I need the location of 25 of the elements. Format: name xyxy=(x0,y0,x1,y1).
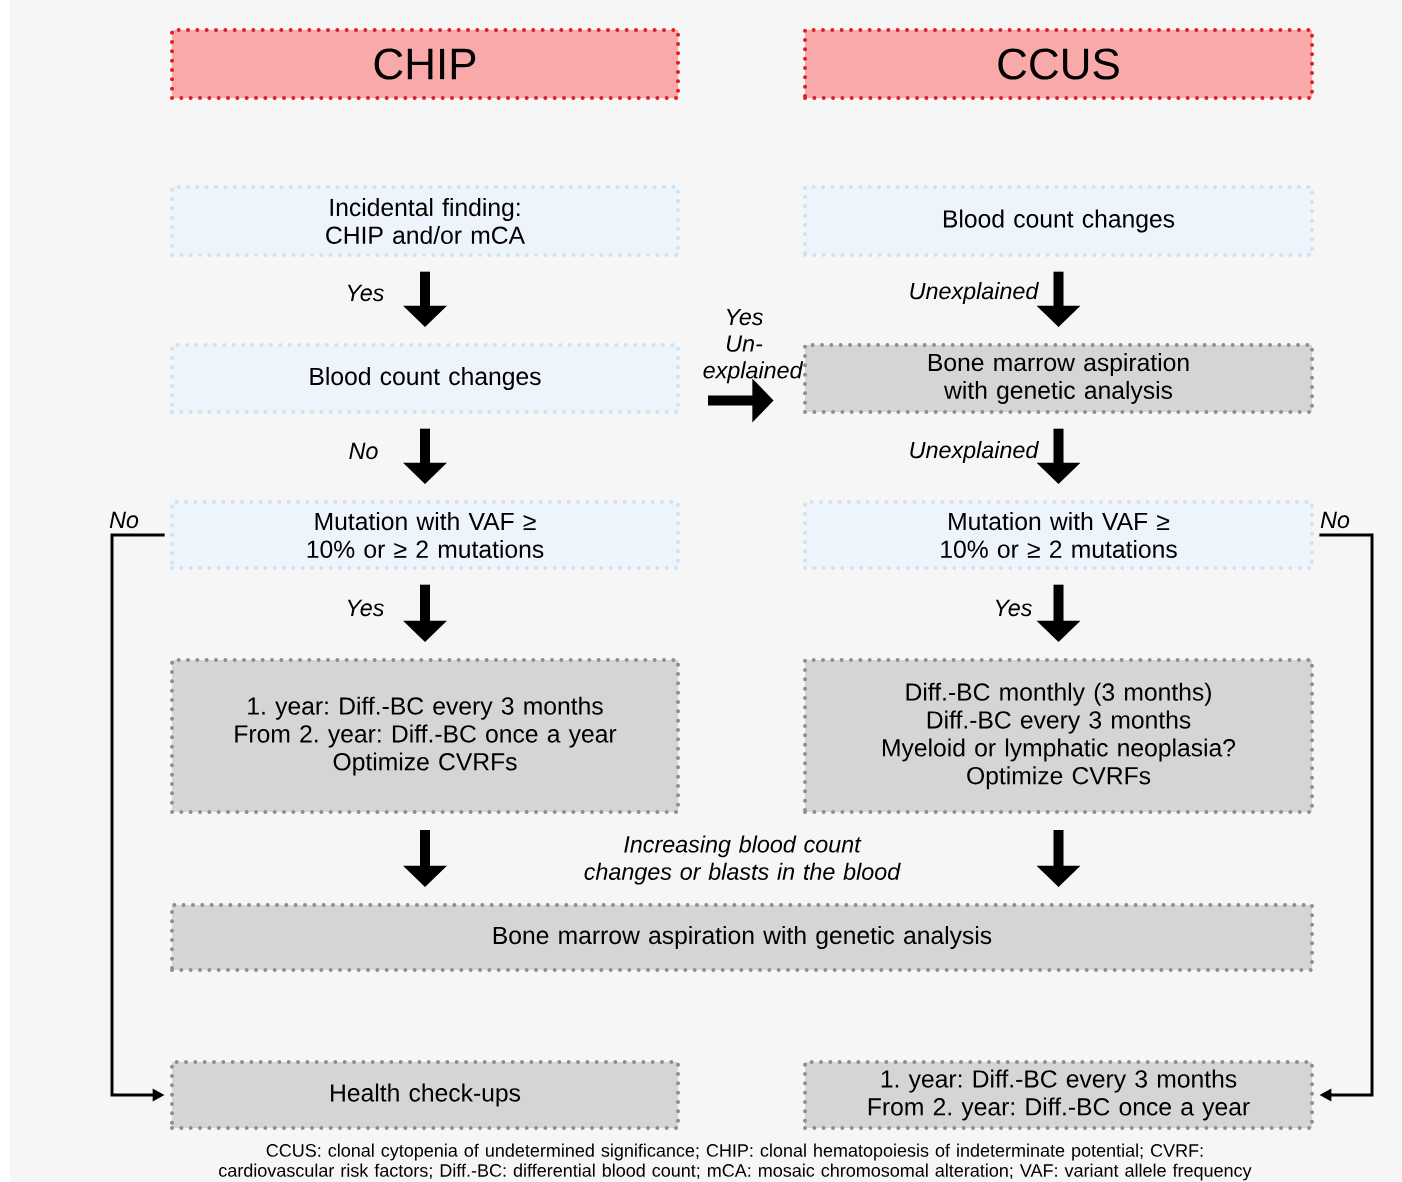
edge-label: Yes Un-explained xyxy=(703,308,804,384)
input-box: Blood count changes xyxy=(803,185,1314,257)
edge-label: No xyxy=(349,442,378,460)
header-box: CCUS xyxy=(803,28,1314,100)
edge-label: No xyxy=(109,511,139,529)
edge-label: Unexplained xyxy=(910,282,1039,304)
process-box: Diff.-BC monthly (3 months) Diff.-BC every 3 months Myeloid or lymphatic neoplasia? Optimize CVRFs xyxy=(803,658,1314,814)
note-text: Increasing blood count changes or blasts in the blood xyxy=(584,835,901,885)
process-box: Bone marrow aspiration with genetic analysis xyxy=(803,343,1314,414)
edge-label: Yes xyxy=(995,599,1032,617)
edge-label: Yes xyxy=(347,599,384,617)
footnote: CCUS: clonal cytopenia of undetermined significance; CHIP: clonal hematopoiesis of indeterminate potential; CVRF: cardiovascular risk factors; Diff.-BC: differential blood count; mCA: mosaic chromosomal alteration; VAF: variant allele frequency xyxy=(219,1143,1252,1181)
process-box: 1. year: Diff.-BC every 3 months From 2. year: Diff.-BC once a year Optimize CVRFs xyxy=(170,658,680,814)
process-box: Health check-ups xyxy=(170,1060,680,1130)
input-box: Blood count changes xyxy=(170,343,680,414)
arrow xyxy=(1319,533,1374,1102)
input-box: Mutation with VAF ≥ 10% or ≥ 2 mutations xyxy=(170,500,680,570)
input-box: Mutation with VAF ≥ 10% or ≥ 2 mutations xyxy=(803,500,1314,570)
edge-label: Yes xyxy=(347,284,384,302)
edge-label: No xyxy=(1320,511,1350,529)
input-box: Incidental finding: CHIP and/or mCA xyxy=(170,185,680,257)
process-box: 1. year: Diff.-BC every 3 months From 2. year: Diff.-BC once a year xyxy=(803,1060,1314,1130)
process-box: Bone marrow aspiration with genetic analysis xyxy=(170,903,1314,972)
edge-label: Unexplained xyxy=(910,441,1039,463)
header-box: CHIP xyxy=(170,28,680,100)
